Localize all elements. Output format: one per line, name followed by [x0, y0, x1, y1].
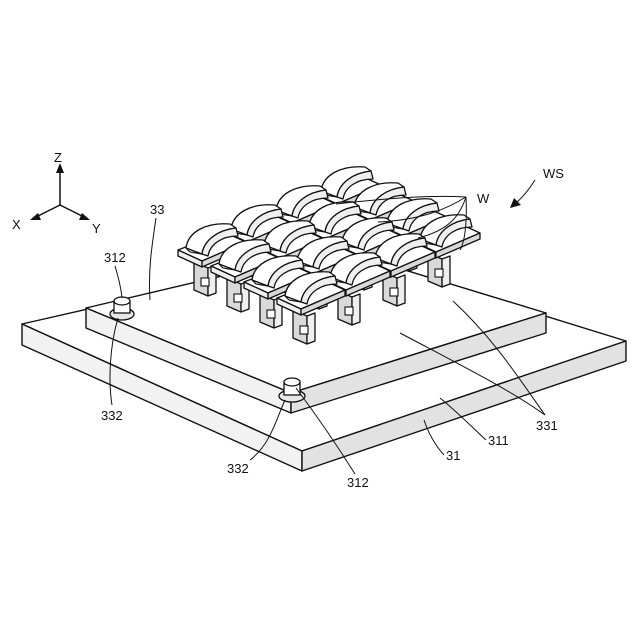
holder-clip: [267, 310, 275, 318]
pin-front-label: 312: [347, 475, 369, 490]
holder-clip: [201, 278, 209, 286]
base-side-label: 311: [488, 433, 509, 448]
holder-clip: [435, 269, 443, 277]
base-label: 31: [446, 448, 460, 463]
axis-triad: Z X Y: [12, 150, 101, 236]
ws-callout: WS: [510, 166, 564, 208]
ws-label: WS: [543, 166, 564, 181]
pin-back-label: 312: [104, 250, 126, 265]
pin-back: [110, 297, 134, 320]
axis-z-label: Z: [54, 150, 62, 165]
holder-clip: [390, 288, 398, 296]
holder-clip: [345, 307, 353, 315]
w-label: W: [477, 191, 490, 206]
holder-label: 331: [536, 418, 558, 433]
axis-x-label: X: [12, 217, 21, 232]
hole-back-label: 332: [101, 408, 123, 423]
fixture-label: 33: [150, 202, 164, 217]
holder-clip: [300, 326, 308, 334]
axis-y-label: Y: [92, 221, 101, 236]
x-arrow-icon: [30, 213, 41, 220]
holder-clip: [234, 294, 242, 302]
y-arrow-icon: [79, 213, 90, 220]
hole-front-label: 332: [227, 461, 249, 476]
